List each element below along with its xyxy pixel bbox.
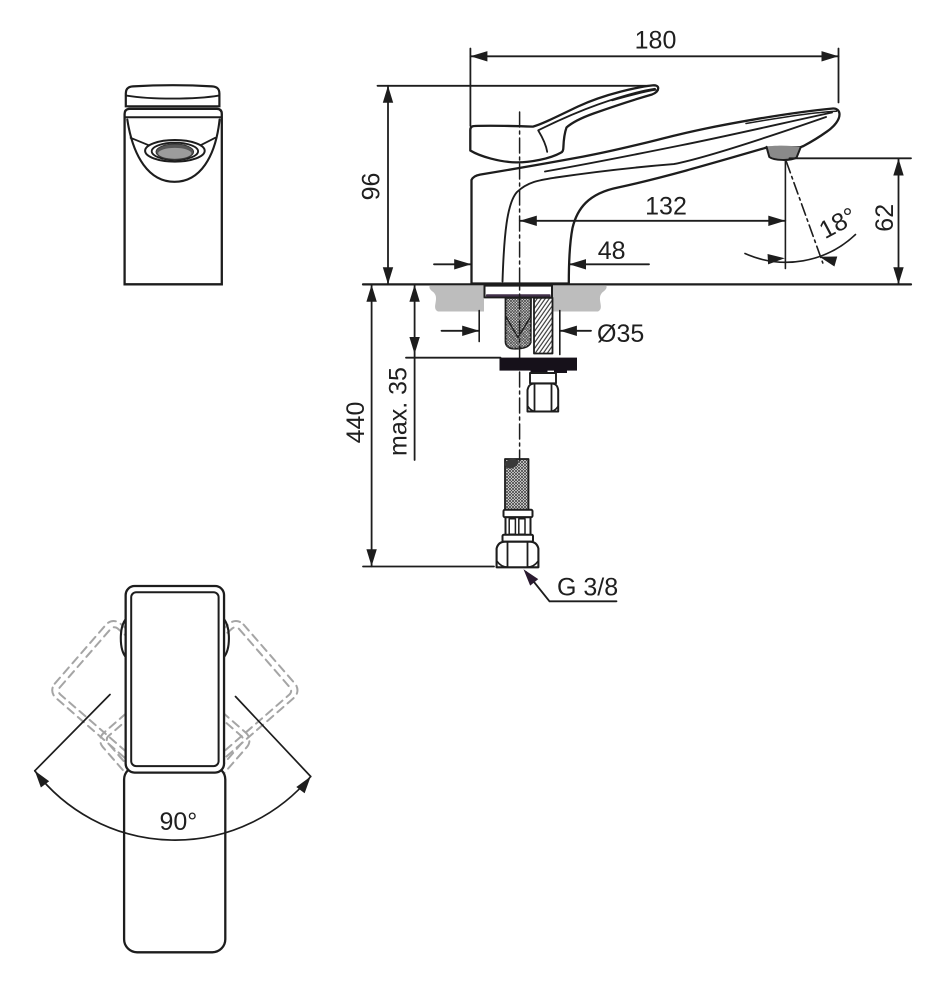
- counter-slab-right: [552, 286, 607, 312]
- mounting-nut-facets: [533, 383, 553, 413]
- aerator-side: [766, 145, 801, 160]
- label-outlet-angle: 18°: [815, 202, 862, 244]
- top-body: [122, 765, 227, 954]
- arrowhead-max35-top: [409, 284, 420, 302]
- arrowhead-180-left: [470, 51, 488, 62]
- label-projection-to-outlet: 132: [645, 193, 687, 221]
- arrowhead-180-right: [821, 51, 839, 62]
- side-view: [361, 84, 913, 569]
- top-view: [51, 584, 299, 954]
- label-outlet-height: 62: [871, 204, 899, 232]
- arrowhead-132-left: [519, 215, 537, 226]
- handle-inner-line: [537, 87, 656, 132]
- label-hose-length: 440: [342, 402, 370, 444]
- arrowhead-62-bottom: [893, 267, 904, 285]
- arrowhead-swivel-left: [34, 770, 50, 788]
- arrowhead-96-bottom: [382, 267, 394, 285]
- front-body: [123, 107, 223, 286]
- label-supply-thread: G 3/8: [557, 574, 618, 602]
- arrowhead-18-left: [767, 253, 785, 265]
- arrowhead-g38-leader: [523, 569, 539, 586]
- front-handle-cap-line: [125, 94, 220, 100]
- flex-hose-top-cap: [504, 458, 519, 469]
- arrowhead-440-bottom: [366, 549, 377, 567]
- swivel-radial-left: [33, 693, 111, 772]
- g38-nut-bottom-bevel: [496, 560, 539, 568]
- handle-lever: [469, 84, 660, 164]
- arrowhead-48-right: [569, 259, 586, 270]
- arrowhead-18-right: [819, 256, 838, 267]
- angle-18-dashline: [785, 160, 824, 264]
- mounting-nut-bottom-bevel: [527, 405, 559, 413]
- arrowhead-440-top: [366, 284, 377, 302]
- hose-collar-upper: [502, 508, 534, 519]
- label-shank-diameter: Ø35: [597, 320, 644, 348]
- spout-ridge-lower: [501, 116, 827, 283]
- washer-tab-right: [554, 370, 567, 373]
- arrowhead-62-top: [893, 158, 904, 176]
- hose-stub-v-lines: [505, 315, 532, 339]
- top-handle-inner: [130, 591, 220, 768]
- g38-nut: [495, 540, 540, 569]
- label-height-above-deck: 96: [358, 173, 386, 201]
- top-handle-outer: [124, 584, 226, 774]
- angle-18-arc: [744, 233, 857, 264]
- handle-tip-bevel-line: [611, 89, 657, 102]
- label-total-projection: 180: [635, 27, 677, 55]
- dimension-arrowheads: [34, 51, 904, 794]
- label-max-deck-thickness: max. 35: [384, 367, 412, 456]
- label-base-width: 48: [598, 237, 626, 265]
- swivel-radial-right: [234, 695, 312, 778]
- front-handle-cap: [124, 84, 221, 108]
- arrowhead-35-right: [559, 325, 577, 336]
- coupler-window-left: [508, 518, 517, 535]
- arrowhead-swivel-right: [296, 776, 311, 794]
- threaded-stud: [533, 296, 554, 355]
- arrowhead-96-top: [382, 85, 394, 103]
- faucet-body-spout: [470, 107, 841, 285]
- front-body-bulge: [126, 118, 221, 183]
- washer-tab-left: [530, 370, 548, 374]
- spout-tip-bevel-line: [745, 110, 838, 125]
- hose-stub-v-mark: [505, 316, 531, 349]
- mounting-nut: [526, 382, 560, 413]
- handle-neck-line: [537, 129, 549, 153]
- arrowhead-35-left: [462, 325, 480, 336]
- label-swivel-angle: 90°: [160, 808, 198, 836]
- arrowhead-max35-bottom: [409, 337, 420, 354]
- swivel-arc: [33, 769, 312, 841]
- counter-slab-left: [429, 286, 484, 312]
- front-aerator-face-light: [158, 147, 192, 159]
- dimension-lines: [33, 47, 912, 841]
- arrowhead-132-right: [768, 215, 786, 226]
- spout-ridge-upper: [544, 111, 833, 173]
- arrowhead-48-left: [454, 259, 472, 270]
- nut-collar: [529, 372, 557, 385]
- dimension-labels: 180 96 132 48 62 18° Ø35 max. 35 440 G 3…: [160, 27, 900, 837]
- washer: [499, 357, 577, 371]
- front-view: [123, 84, 223, 286]
- g38-nut-facets: [506, 541, 529, 568]
- coupler-window-right: [518, 518, 526, 535]
